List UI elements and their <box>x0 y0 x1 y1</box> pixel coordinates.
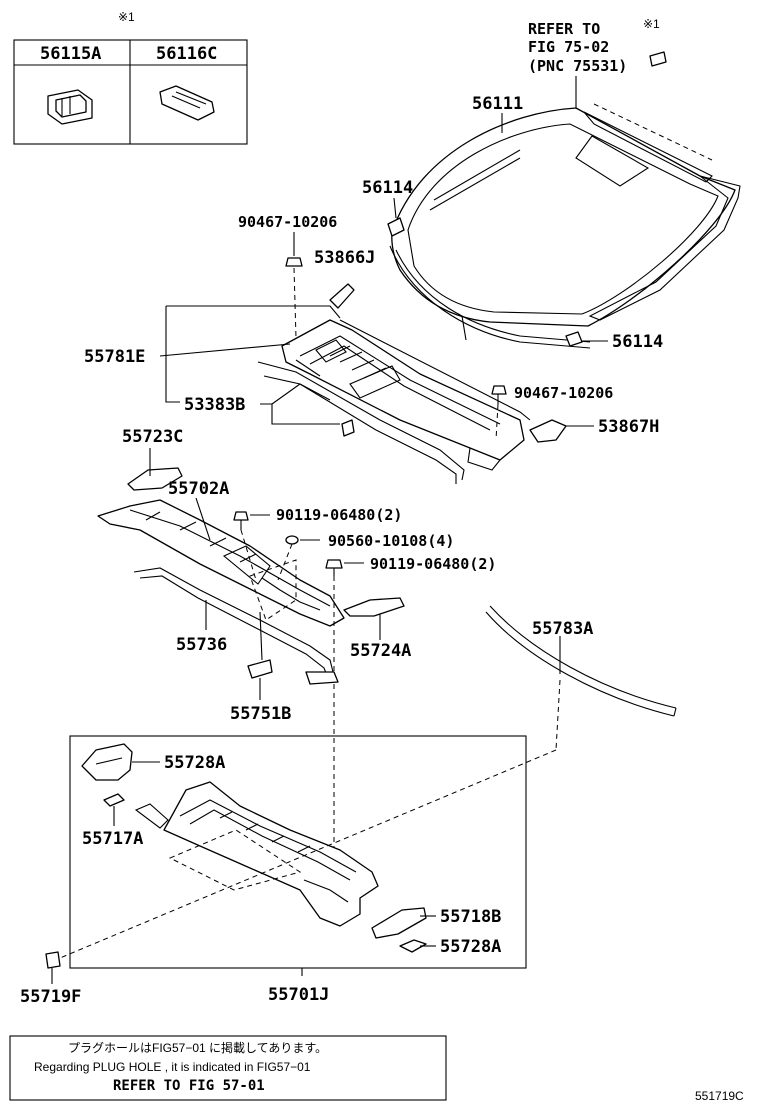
label-53867h: 53867H <box>598 417 659 437</box>
label-55723c: 55723C <box>122 427 183 447</box>
washer-90560 <box>277 535 299 581</box>
pad-56114-top <box>387 217 405 237</box>
part-55717a <box>103 793 125 807</box>
clip-90467-right <box>491 385 507 441</box>
label-55736: 55736 <box>176 635 227 655</box>
label-55702a: 55702A <box>168 479 229 499</box>
part-55728a-top <box>81 743 133 781</box>
label-90560: 90560-10108(4) <box>328 532 454 550</box>
part-53867h <box>529 419 567 443</box>
part-53866j <box>329 283 355 309</box>
label-55718b: 55718B <box>440 907 501 927</box>
label-55751b: 55751B <box>230 704 291 724</box>
label-90467-left: 90467-10206 <box>238 213 337 231</box>
seal-53383b <box>257 359 465 484</box>
inset-label-56116c: 56116C <box>156 44 217 64</box>
label-90119-b: 90119-06480(2) <box>370 555 496 573</box>
refer-mark: ※1 <box>643 17 660 31</box>
footer-note: プラグホールはFIG57−01 に掲載してあります。 Regarding PLU… <box>9 1035 447 1101</box>
clip-56115a-drawing <box>47 89 93 125</box>
label-55717a: 55717A <box>82 829 143 849</box>
part-55724a <box>343 597 405 617</box>
diagram-code: 551719C <box>695 1089 744 1103</box>
label-53383b: 53383B <box>184 395 245 415</box>
bolt-90119-a <box>233 511 257 581</box>
refer-note: REFER TO FIG 75-02 (PNC 75531) ※1 <box>528 17 667 108</box>
part-55718b <box>371 907 427 939</box>
footer-note-jp: プラグホールはFIG57−01 に掲載してあります。 <box>68 1040 327 1055</box>
label-55728a-bottom: 55728A <box>440 937 501 957</box>
label-56114-top: 56114 <box>362 178 413 198</box>
label-90467-right: 90467-10206 <box>514 384 613 402</box>
footer-note-refer: REFER TO FIG 57-01 <box>113 1078 265 1094</box>
inset-mark: ※1 <box>118 10 135 24</box>
label-55781e: 55781E <box>84 347 145 367</box>
lower-group-box <box>69 735 527 969</box>
label-53866j: 53866J <box>314 248 375 268</box>
label-55728a-top: 55728A <box>164 753 225 773</box>
label-55724a: 55724A <box>350 641 411 661</box>
windshield-glass <box>391 103 741 327</box>
inset-box: ※1 56115A 56116C <box>13 10 248 145</box>
clip-55751b <box>247 611 273 700</box>
plug-55719f <box>45 951 61 984</box>
inset-label-56115a: 56115A <box>40 44 101 64</box>
cowl-panel-55702a <box>97 499 345 627</box>
weatherstrip-56117a <box>395 249 591 343</box>
clip-icon <box>649 51 667 67</box>
label-56114-right: 56114 <box>612 332 663 352</box>
cowl-louver-55781e <box>281 319 531 471</box>
clip-56116c-drawing <box>159 85 215 121</box>
part-55723c <box>127 467 183 491</box>
part-55728a-bottom <box>399 939 427 953</box>
footer-note-en: Regarding PLUG HOLE , it is indicated in… <box>34 1060 311 1074</box>
label-90119-a: 90119-06480(2) <box>276 506 402 524</box>
label-55719f: 55719F <box>20 987 81 1007</box>
label-56111: 56111 <box>472 94 523 114</box>
refer-line1: REFER TO <box>528 20 600 38</box>
strip-55783a <box>485 605 677 717</box>
cowl-panel-55701j <box>134 781 379 927</box>
pad-56114-right <box>565 331 583 347</box>
label-55783a: 55783A <box>532 619 593 639</box>
refer-line2: FIG 75-02 <box>528 38 609 56</box>
refer-line3: (PNC 75531) <box>528 57 627 75</box>
clip-53383b <box>341 419 355 437</box>
clip-90467-left <box>285 232 303 339</box>
label-55701j: 55701J <box>268 985 329 1005</box>
